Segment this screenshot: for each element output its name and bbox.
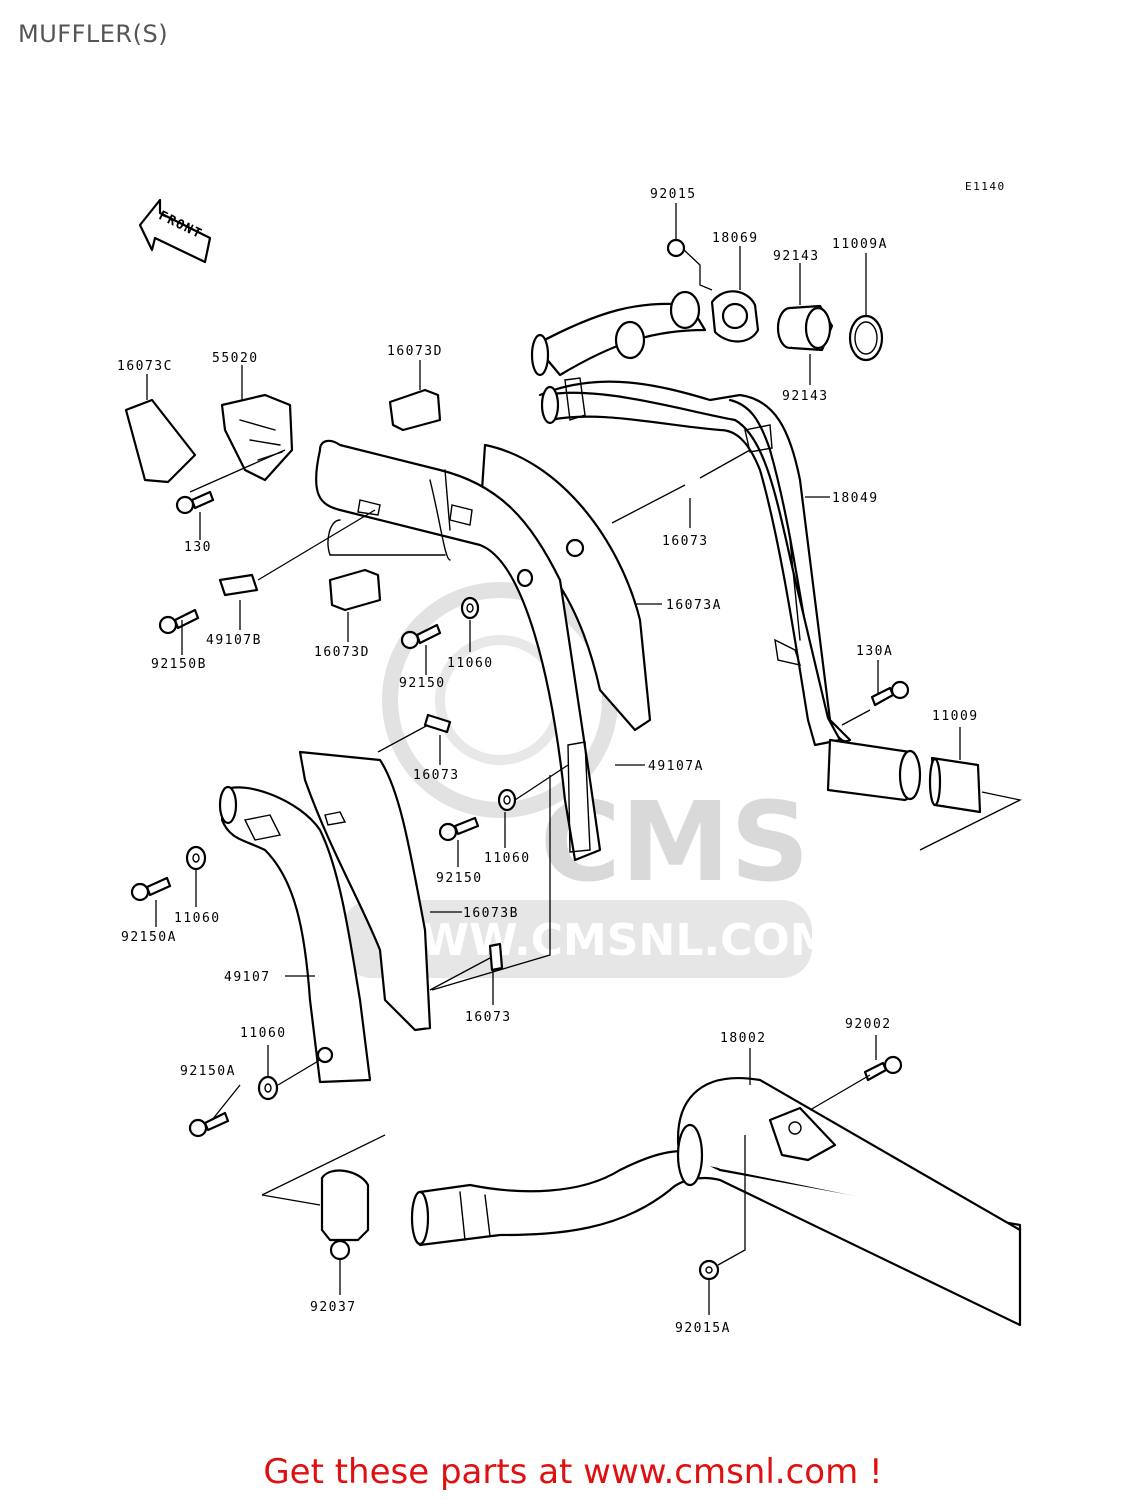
bracket-55020 bbox=[220, 393, 294, 482]
clamp-49107B bbox=[218, 573, 259, 597]
label-130A: 130A bbox=[856, 644, 893, 659]
bolt-92150A-a bbox=[130, 876, 172, 902]
watermark-url: WWW.CMSNL.COM bbox=[372, 915, 834, 966]
label-49107B: 49107B bbox=[206, 633, 262, 648]
diagram-code: E1140 bbox=[965, 180, 1006, 193]
pad-16073D-bottom bbox=[328, 568, 382, 612]
heat-cover-16073B bbox=[298, 750, 432, 1032]
label-92150-b: 92150 bbox=[436, 871, 483, 886]
label-16073C: 16073C bbox=[117, 359, 173, 374]
bolt-92150A-b bbox=[188, 1111, 230, 1138]
middle-pipe bbox=[315, 439, 602, 862]
label-92150A-b: 92150A bbox=[180, 1064, 236, 1079]
pipe-end-18049 bbox=[826, 738, 922, 802]
parts-diagram: CMS WWW.CMSNL.COM E1140 FRONT bbox=[117, 180, 1022, 1336]
bolt-92150-b bbox=[438, 816, 480, 842]
page-title: MUFFLER(S) bbox=[18, 20, 169, 48]
label-16073D-top: 16073D bbox=[387, 344, 443, 359]
gasket-11009A bbox=[848, 314, 884, 362]
label-16073D-bottom: 16073D bbox=[314, 645, 370, 660]
label-11060-d: 11060 bbox=[240, 1026, 287, 1041]
bolt-130 bbox=[175, 490, 215, 515]
label-92015A: 92015A bbox=[675, 1321, 731, 1336]
label-49107: 49107 bbox=[224, 970, 271, 985]
label-18069: 18069 bbox=[712, 231, 759, 246]
label-18049: 18049 bbox=[832, 491, 879, 506]
label-92002: 92002 bbox=[845, 1017, 892, 1032]
washer-11060-d bbox=[257, 1075, 279, 1101]
bolt-130A bbox=[870, 680, 910, 707]
muffler-18002 bbox=[410, 1077, 1022, 1327]
leader-lines bbox=[146, 203, 1022, 1315]
label-92037: 92037 bbox=[310, 1300, 357, 1315]
washer-11060-b bbox=[497, 788, 517, 812]
label-16073-c: 16073 bbox=[465, 1010, 512, 1025]
bolt-92002 bbox=[863, 1055, 903, 1082]
label-16073-b: 16073 bbox=[413, 768, 460, 783]
label-11060-a: 11060 bbox=[447, 656, 494, 671]
watermark-url-bg bbox=[342, 900, 812, 978]
nut-92015A bbox=[698, 1259, 720, 1281]
nut-92015 bbox=[666, 238, 686, 258]
bolt-92150B bbox=[158, 608, 200, 635]
label-16073A: 16073A bbox=[666, 598, 722, 613]
washer-11060-c bbox=[185, 845, 207, 871]
bolt-92150-a bbox=[400, 623, 442, 650]
pad-16073C bbox=[124, 398, 197, 484]
label-18002: 18002 bbox=[720, 1031, 767, 1046]
part-labels: 92015 18069 92143 11009A 92143 16073C 55… bbox=[117, 187, 979, 1336]
clamp-92037 bbox=[320, 1169, 370, 1261]
label-92143-top: 92143 bbox=[773, 249, 820, 264]
label-16073B: 16073B bbox=[463, 906, 519, 921]
cta-link[interactable]: Get these parts at www.cmsnl.com ! bbox=[263, 1452, 883, 1492]
pad-16073D-top bbox=[388, 388, 442, 432]
label-11009A: 11009A bbox=[832, 237, 888, 252]
label-92143-bottom: 92143 bbox=[782, 389, 829, 404]
gasket-18069 bbox=[710, 290, 760, 343]
label-92150-a: 92150 bbox=[399, 676, 446, 691]
label-11060-c: 11060 bbox=[174, 911, 221, 926]
front-arrow-icon: FRONT bbox=[138, 198, 212, 264]
label-16073-a: 16073 bbox=[662, 534, 709, 549]
label-92150A-a: 92150A bbox=[121, 930, 177, 945]
label-130: 130 bbox=[184, 540, 212, 555]
label-92015: 92015 bbox=[650, 187, 697, 202]
washer-11060-a bbox=[460, 596, 480, 620]
collar-92143 bbox=[776, 304, 834, 352]
label-11060-b: 11060 bbox=[484, 851, 531, 866]
exhaust-header-pipe bbox=[530, 290, 852, 747]
grommet-mid bbox=[516, 568, 534, 588]
label-55020: 55020 bbox=[212, 351, 259, 366]
collar-11009 bbox=[928, 756, 982, 814]
clip-16073-b bbox=[423, 713, 452, 734]
label-49107A: 49107A bbox=[648, 759, 704, 774]
label-11009: 11009 bbox=[932, 709, 979, 724]
label-92150B: 92150B bbox=[151, 657, 207, 672]
clip-16073-c bbox=[488, 942, 504, 972]
pipe-49107 bbox=[218, 785, 372, 1084]
